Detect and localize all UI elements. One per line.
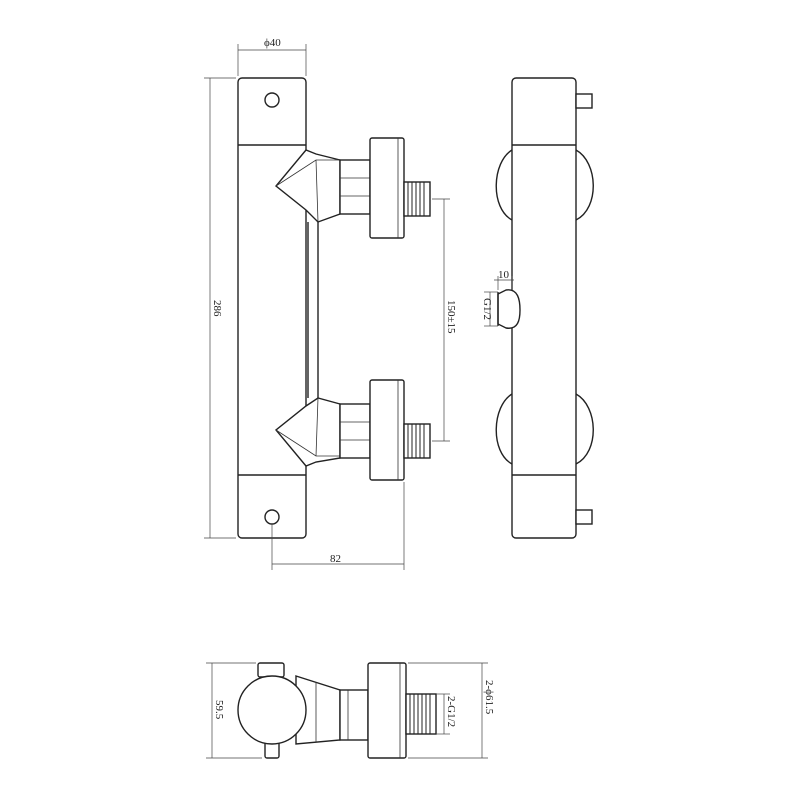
front-lower-flange xyxy=(369,379,405,481)
dim-thread-bottom-label: 2-G1/2 xyxy=(445,696,457,727)
bottom-top-pin xyxy=(257,662,285,678)
dim-spacing-label: 150±15 xyxy=(445,300,457,334)
dim-thread-side-len-label: 10 xyxy=(498,269,510,281)
side-outlet xyxy=(497,289,521,329)
side-body xyxy=(511,77,577,539)
front-upper-elbow xyxy=(275,149,341,223)
dim-thread-side xyxy=(484,291,498,327)
bottom-view: 59.5 2-G1/2 2-ϕ61.5 xyxy=(206,662,495,759)
front-view: ϕ40 286 150±15 82 xyxy=(204,37,457,570)
bottom-body-circle xyxy=(237,675,307,745)
front-upper-thread-lines xyxy=(407,182,425,216)
bottom-thread-lines xyxy=(409,694,431,734)
dim-flange-dia-label: 2-ϕ61.5 xyxy=(483,680,495,715)
dim-depth-bottom xyxy=(271,482,405,570)
front-top-hole xyxy=(264,92,280,108)
front-upper-nut xyxy=(339,159,371,215)
front-bottom-hole xyxy=(264,509,280,525)
front-upper-flange xyxy=(369,137,405,239)
dim-thread-side-label: G1/2 xyxy=(481,298,493,320)
side-lower-handle xyxy=(495,393,594,465)
dim-height-bottom-label: 59.5 xyxy=(213,700,225,720)
dim-flange-dia xyxy=(408,662,488,759)
side-bottom-pin xyxy=(575,509,593,525)
dim-height-left xyxy=(204,77,236,539)
side-top-pin xyxy=(575,93,593,109)
front-upper-elbow-facet xyxy=(275,159,340,223)
dim-height-left-label: 286 xyxy=(211,300,223,317)
dim-thread-side-len xyxy=(494,276,514,290)
dim-depth-bottom-label: 82 xyxy=(330,553,341,565)
side-view: 10 G1/2 xyxy=(481,77,594,539)
front-body xyxy=(237,77,307,539)
dim-spacing xyxy=(432,198,450,442)
dim-thread-bottom xyxy=(436,693,450,735)
front-lower-thread-lines xyxy=(407,424,425,458)
dim-height-bottom xyxy=(206,662,262,759)
dim-diameter-top xyxy=(237,44,307,76)
front-lower-elbow-facet xyxy=(275,397,340,457)
bottom-thread xyxy=(405,693,437,735)
dim-diameter-top-label: ϕ40 xyxy=(264,37,281,49)
side-upper-handle xyxy=(495,149,594,221)
front-lower-nut xyxy=(339,403,371,459)
bottom-nut xyxy=(339,689,369,741)
front-lower-elbow xyxy=(275,397,341,467)
